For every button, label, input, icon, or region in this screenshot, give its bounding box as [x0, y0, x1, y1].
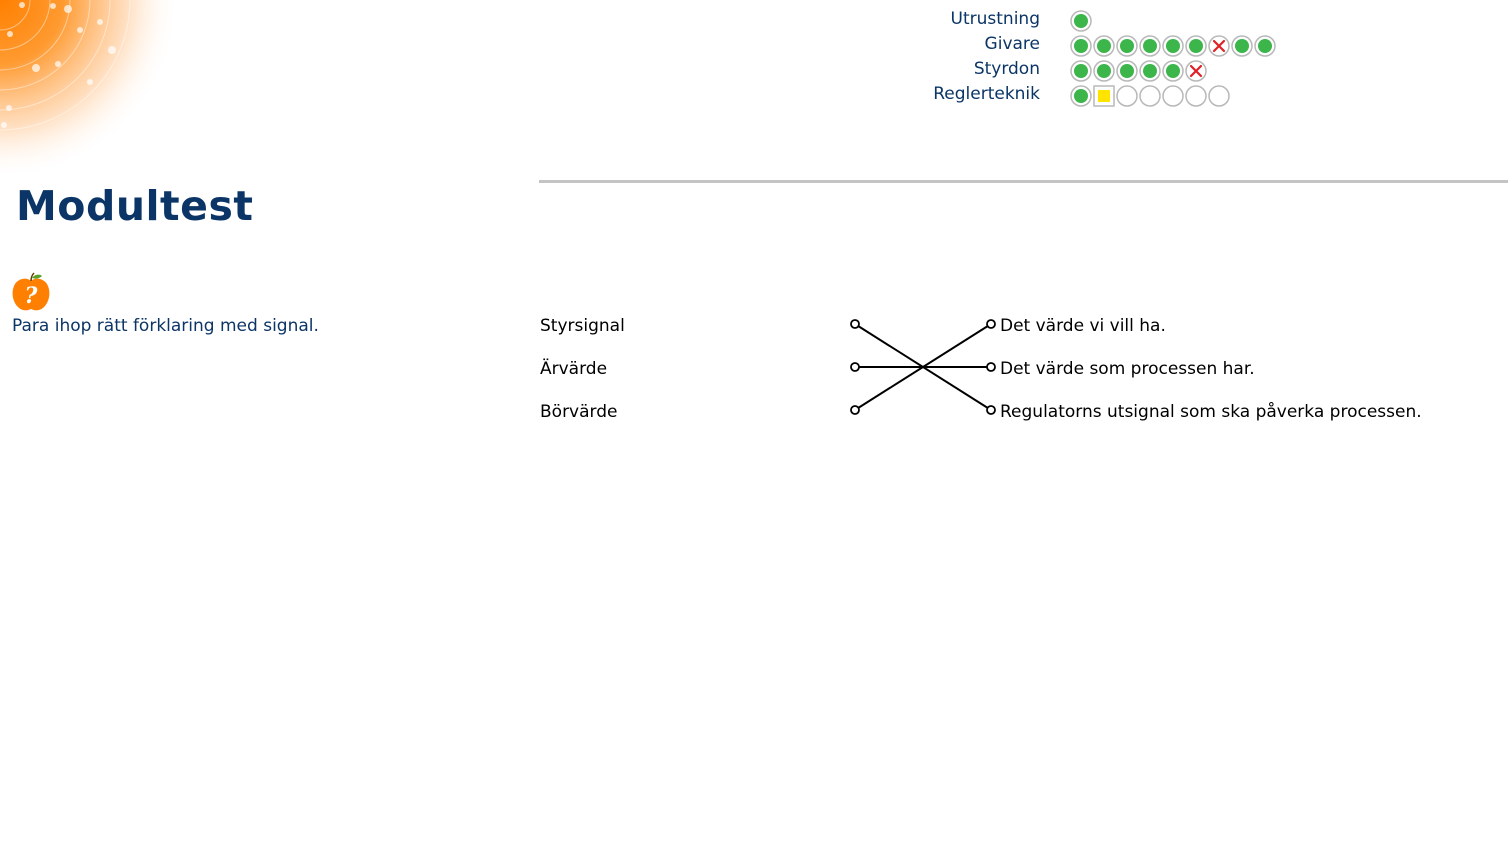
green-dot-icon: [1139, 59, 1161, 82]
empty-circle-icon: [1185, 84, 1207, 107]
green-dot-icon: [1139, 34, 1161, 57]
instruction-text: Para ihop rätt förklaring med signal.: [12, 316, 319, 336]
progress-label: Styrdon: [973, 59, 1040, 79]
right-connector-dot[interactable]: [986, 405, 996, 415]
empty-circle-icon: [1208, 84, 1230, 107]
green-dot-icon: [1254, 34, 1276, 57]
match-right-item[interactable]: Det värde som processen har.: [1000, 359, 1255, 379]
green-dot-icon: [1070, 59, 1092, 82]
match-connector-line: [854, 323, 992, 411]
progress-label: Reglerteknik: [933, 84, 1040, 104]
match-right-item[interactable]: Regulatorns utsignal som ska påverka pro…: [1000, 402, 1422, 422]
match-right-item[interactable]: Det värde vi vill ha.: [1000, 316, 1166, 336]
progress-marks: [1070, 7, 1092, 32]
empty-circle-icon: [1116, 84, 1138, 107]
corner-decoration: [0, 0, 180, 175]
green-dot-icon: [1162, 59, 1184, 82]
green-dot-icon: [1070, 34, 1092, 57]
header-divider: [539, 180, 1508, 183]
red-cross-icon: [1185, 59, 1207, 82]
left-connector-dot[interactable]: [850, 405, 860, 415]
yellow-square-icon: [1093, 84, 1115, 107]
empty-circle-icon: [1162, 84, 1184, 107]
progress-marks: [1070, 82, 1230, 107]
green-dot-icon: [1116, 59, 1138, 82]
progress-label: Utrustning: [950, 9, 1040, 29]
match-left-item[interactable]: Styrsignal: [540, 316, 625, 336]
progress-marks: [1070, 32, 1276, 57]
green-dot-icon: [1116, 34, 1138, 57]
green-dot-icon: [1093, 59, 1115, 82]
match-connector-line: [854, 323, 992, 411]
question-apple-icon[interactable]: ?: [10, 272, 52, 312]
page-title: Modultest: [16, 182, 254, 230]
right-connector-dot[interactable]: [986, 362, 996, 372]
right-connector-dot[interactable]: [986, 319, 996, 329]
green-dot-icon: [1162, 34, 1184, 57]
green-dot-icon: [1185, 34, 1207, 57]
green-dot-icon: [1070, 84, 1092, 107]
match-left-item[interactable]: Börvärde: [540, 402, 618, 422]
green-dot-icon: [1070, 9, 1092, 32]
progress-label: Givare: [984, 34, 1040, 54]
red-cross-icon: [1208, 34, 1230, 57]
progress-marks: [1070, 57, 1207, 82]
match-left-item[interactable]: Ärvärde: [540, 359, 608, 379]
green-dot-icon: [1093, 34, 1115, 57]
svg-text:?: ?: [25, 283, 39, 309]
left-connector-dot[interactable]: [850, 319, 860, 329]
empty-circle-icon: [1139, 84, 1161, 107]
green-dot-icon: [1231, 34, 1253, 57]
left-connector-dot[interactable]: [850, 362, 860, 372]
